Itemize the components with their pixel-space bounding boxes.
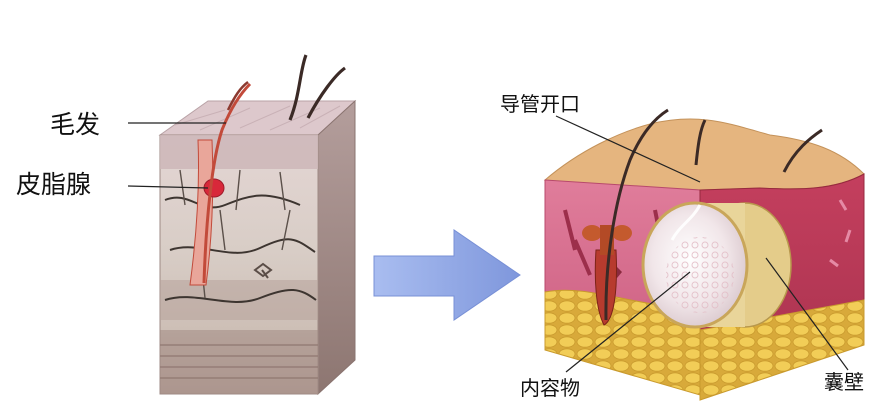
label-contents: 内容物 (520, 376, 580, 400)
wall-leader-line (765, 257, 849, 371)
right-arrow-icon (373, 229, 521, 321)
cyst-hair-shaft (604, 108, 669, 321)
cyst-skin-surface (543, 118, 865, 191)
normal-skin-block (158, 54, 357, 396)
normal-skin-side (317, 99, 356, 396)
contents-leader-line (565, 271, 691, 373)
label-cyst-wall: 囊壁 (824, 370, 864, 394)
hair-shaft (202, 82, 252, 284)
label-duct-opening: 导管开口 (500, 92, 580, 116)
duct-leader-line (555, 115, 701, 183)
label-hair: 毛发 (50, 110, 101, 139)
label-sebaceous-gland: 皮脂腺 (16, 170, 92, 199)
gland-leader-line (127, 185, 209, 189)
cyst-skin-block (543, 108, 865, 401)
